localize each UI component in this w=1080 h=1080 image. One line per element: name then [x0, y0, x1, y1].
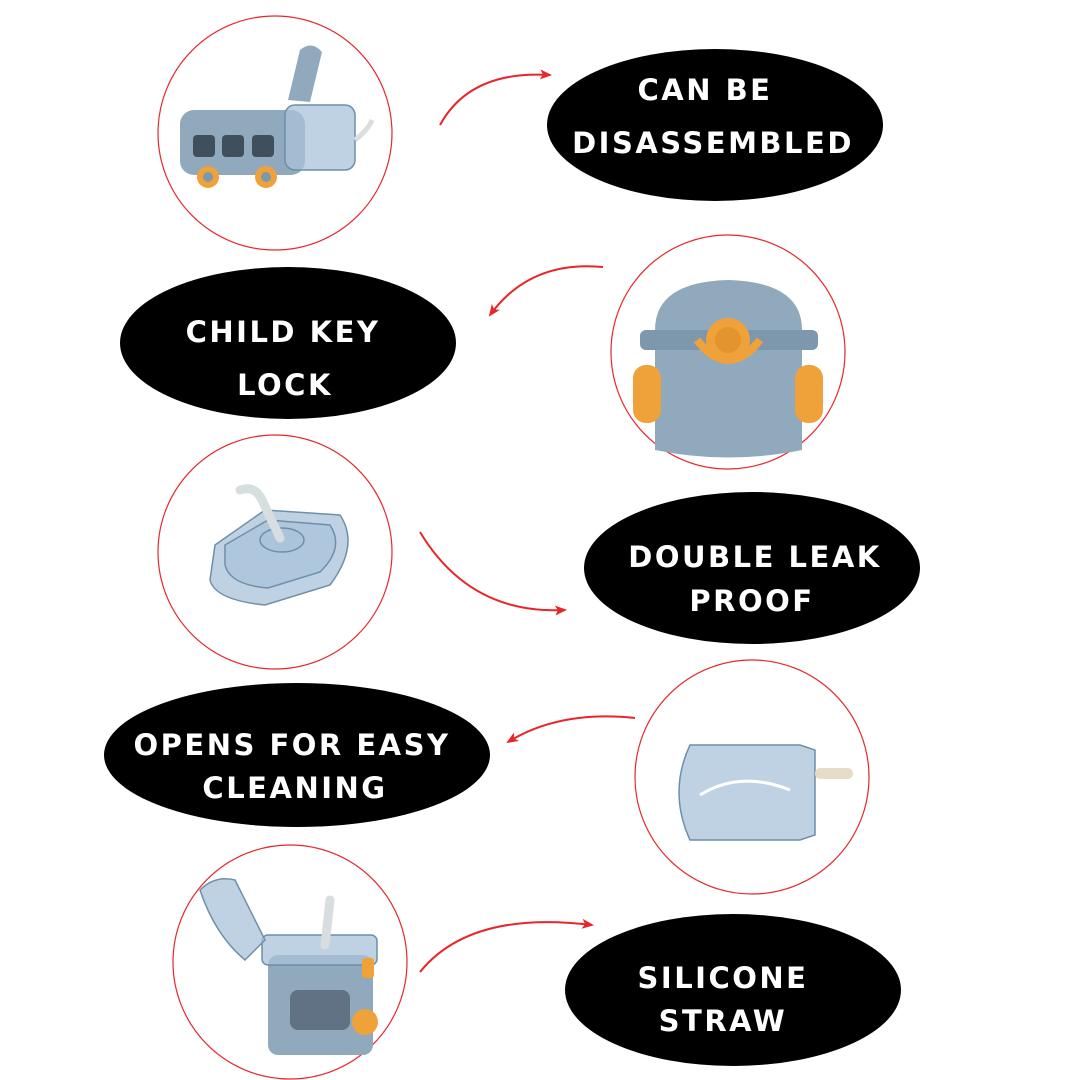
feature-badge	[584, 492, 920, 644]
arrow-icon	[506, 715, 636, 744]
bottle-lock-image	[633, 280, 823, 458]
inner-cup-image	[678, 744, 853, 841]
feature-badge	[104, 683, 490, 827]
feature-label-line: CAN BE	[637, 73, 772, 107]
arrow-icon	[439, 69, 552, 126]
arrow-icon	[419, 918, 594, 973]
feature-label-line: DOUBLE LEAK	[628, 540, 881, 574]
feature-label-line: SILICONE	[638, 961, 809, 995]
arrow-icon	[488, 265, 604, 317]
feature-label-line: CHILD KEY	[186, 315, 381, 349]
feature-label-line: OPENS FOR EASY	[134, 728, 451, 762]
feature-badge	[120, 267, 456, 419]
feature-easy-cleaning: OPENS FOR EASY CLEANING	[104, 659, 870, 895]
bottle-straw-image	[199, 878, 378, 1055]
feature-badge	[565, 914, 901, 1066]
bus-bottle-image	[180, 45, 375, 188]
feature-child-lock: CHILD KEY LOCK	[120, 234, 846, 470]
feature-leak-proof: DOUBLE LEAK PROOF	[157, 434, 920, 670]
feature-label-line: LOCK	[237, 368, 333, 402]
feature-label-line: DISASSEMBLED	[572, 126, 854, 160]
feature-silicone-straw: SILICONE STRAW	[172, 844, 901, 1080]
feature-label-line: STRAW	[659, 1004, 788, 1038]
lid-straw-image	[209, 484, 349, 606]
feature-label-line: CLEANING	[202, 771, 387, 805]
feature-disassembled: CAN BE DISASSEMBLED	[157, 15, 883, 251]
feature-badge	[547, 49, 883, 201]
arrow-icon	[419, 531, 567, 616]
feature-label-line: PROOF	[689, 584, 814, 618]
